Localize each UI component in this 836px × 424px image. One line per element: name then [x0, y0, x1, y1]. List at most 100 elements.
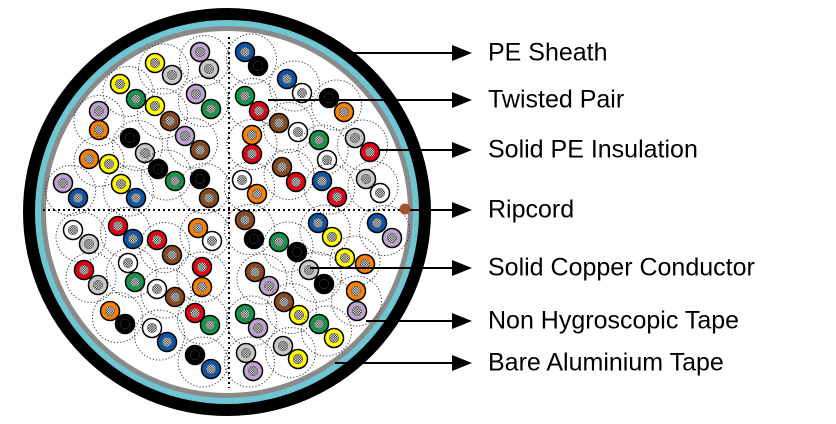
- copper-conductor: [316, 175, 328, 187]
- arrow-icon: [452, 355, 472, 371]
- copper-conductor: [247, 365, 259, 377]
- copper-conductor: [273, 236, 285, 248]
- twisted-pair: [297, 124, 349, 176]
- twisted-pair: [262, 221, 314, 273]
- twisted-pair: [311, 79, 362, 131]
- copper-conductor: [349, 132, 361, 144]
- copper-conductor: [139, 147, 151, 159]
- copper-conductor: [166, 249, 178, 261]
- twisted-pair: [134, 309, 185, 361]
- copper-conductor: [290, 176, 302, 188]
- twisted-pair: [331, 275, 382, 327]
- arrow-icon: [452, 142, 472, 158]
- copper-conductor: [122, 257, 134, 269]
- pair-binder: [179, 35, 230, 86]
- twisted-pair: [266, 283, 317, 334]
- copper-conductor: [196, 261, 208, 273]
- copper-conductor: [246, 148, 258, 160]
- arrow-icon: [452, 313, 472, 329]
- twisted-pair: [236, 253, 288, 305]
- twisted-pair: [45, 165, 96, 216]
- pair-binder: [177, 336, 229, 388]
- pair-binder: [102, 66, 154, 117]
- pair-binder: [137, 88, 188, 139]
- copper-conductor: [146, 322, 158, 334]
- twisted-pair: [226, 119, 278, 170]
- pair-binder: [299, 204, 351, 256]
- copper-conductor: [326, 231, 338, 243]
- copper-conductor: [112, 220, 124, 232]
- label-solid-pe-insulation: Solid PE Insulation: [488, 136, 698, 164]
- twisted-pair: [226, 78, 278, 129]
- pair-binder: [301, 305, 352, 357]
- copper-conductor: [273, 117, 285, 129]
- label-pe-sheath: PE Sheath: [488, 39, 608, 67]
- twisted-pair: [304, 163, 355, 215]
- pair-binder: [134, 309, 185, 361]
- copper-conductor: [205, 363, 217, 375]
- copper-conductor: [323, 92, 335, 104]
- copper-conductor: [192, 222, 204, 234]
- copper-conductor: [278, 296, 290, 308]
- twisted-pair: [103, 165, 154, 217]
- label-non-hygroscopic-tape: Non Hygroscopic Tape: [488, 307, 739, 335]
- pair-binder: [106, 247, 157, 298]
- twisted-pair: [112, 120, 163, 171]
- twisted-pair: [263, 102, 314, 153]
- twisted-pair: [178, 76, 229, 127]
- twisted-pair: [176, 251, 228, 303]
- copper-conductor: [194, 144, 206, 156]
- pair-binder: [226, 119, 278, 170]
- pair-binder: [269, 60, 320, 112]
- pair-binder: [92, 292, 143, 343]
- copper-conductor: [124, 132, 136, 144]
- copper-conductor: [179, 130, 191, 142]
- arrow-icon: [452, 45, 472, 61]
- copper-conductor: [166, 69, 178, 81]
- copper-conductor: [189, 307, 201, 319]
- copper-conductor: [293, 309, 305, 321]
- copper-conductor: [281, 73, 293, 85]
- twisted-pair: [224, 336, 275, 388]
- copper-conductor: [371, 217, 383, 229]
- copper-conductor: [161, 336, 173, 348]
- copper-conductor: [239, 46, 251, 58]
- copper-conductor: [114, 78, 126, 90]
- pair-binder: [304, 163, 355, 215]
- copper-conductor: [386, 232, 398, 244]
- copper-conductor: [127, 233, 139, 245]
- twisted-pair: [73, 95, 125, 146]
- copper-conductor: [292, 353, 304, 365]
- copper-conductor: [119, 318, 131, 330]
- copper-conductor: [93, 124, 105, 136]
- copper-conductor: [331, 191, 343, 203]
- twisted-pair: [269, 60, 320, 112]
- twisted-pair: [106, 247, 157, 298]
- copper-conductor: [364, 146, 376, 158]
- twisted-pair: [65, 252, 117, 303]
- pair-binder: [138, 43, 189, 95]
- twisted-pair: [299, 204, 351, 256]
- twisted-pair: [301, 305, 352, 357]
- copper-conductor: [296, 87, 308, 99]
- copper-conductor: [236, 174, 248, 186]
- copper-conductor: [103, 158, 115, 170]
- copper-conductor: [205, 103, 217, 115]
- twisted-pairs: [45, 33, 410, 388]
- copper-conductor: [292, 126, 304, 138]
- copper-conductor: [240, 347, 252, 359]
- copper-conductor: [328, 332, 340, 344]
- copper-conductor: [313, 134, 325, 146]
- pair-binder: [263, 102, 314, 153]
- copper-conductor: [115, 178, 127, 190]
- arrow-icon: [452, 260, 472, 276]
- copper-conductor: [203, 192, 215, 204]
- twisted-pair: [140, 267, 192, 319]
- pair-binder: [262, 221, 314, 273]
- copper-conductor: [149, 100, 161, 112]
- pair-binder: [140, 267, 192, 319]
- twisted-pair: [177, 293, 228, 345]
- copper-conductor: [338, 106, 350, 118]
- twisted-pair: [359, 205, 410, 256]
